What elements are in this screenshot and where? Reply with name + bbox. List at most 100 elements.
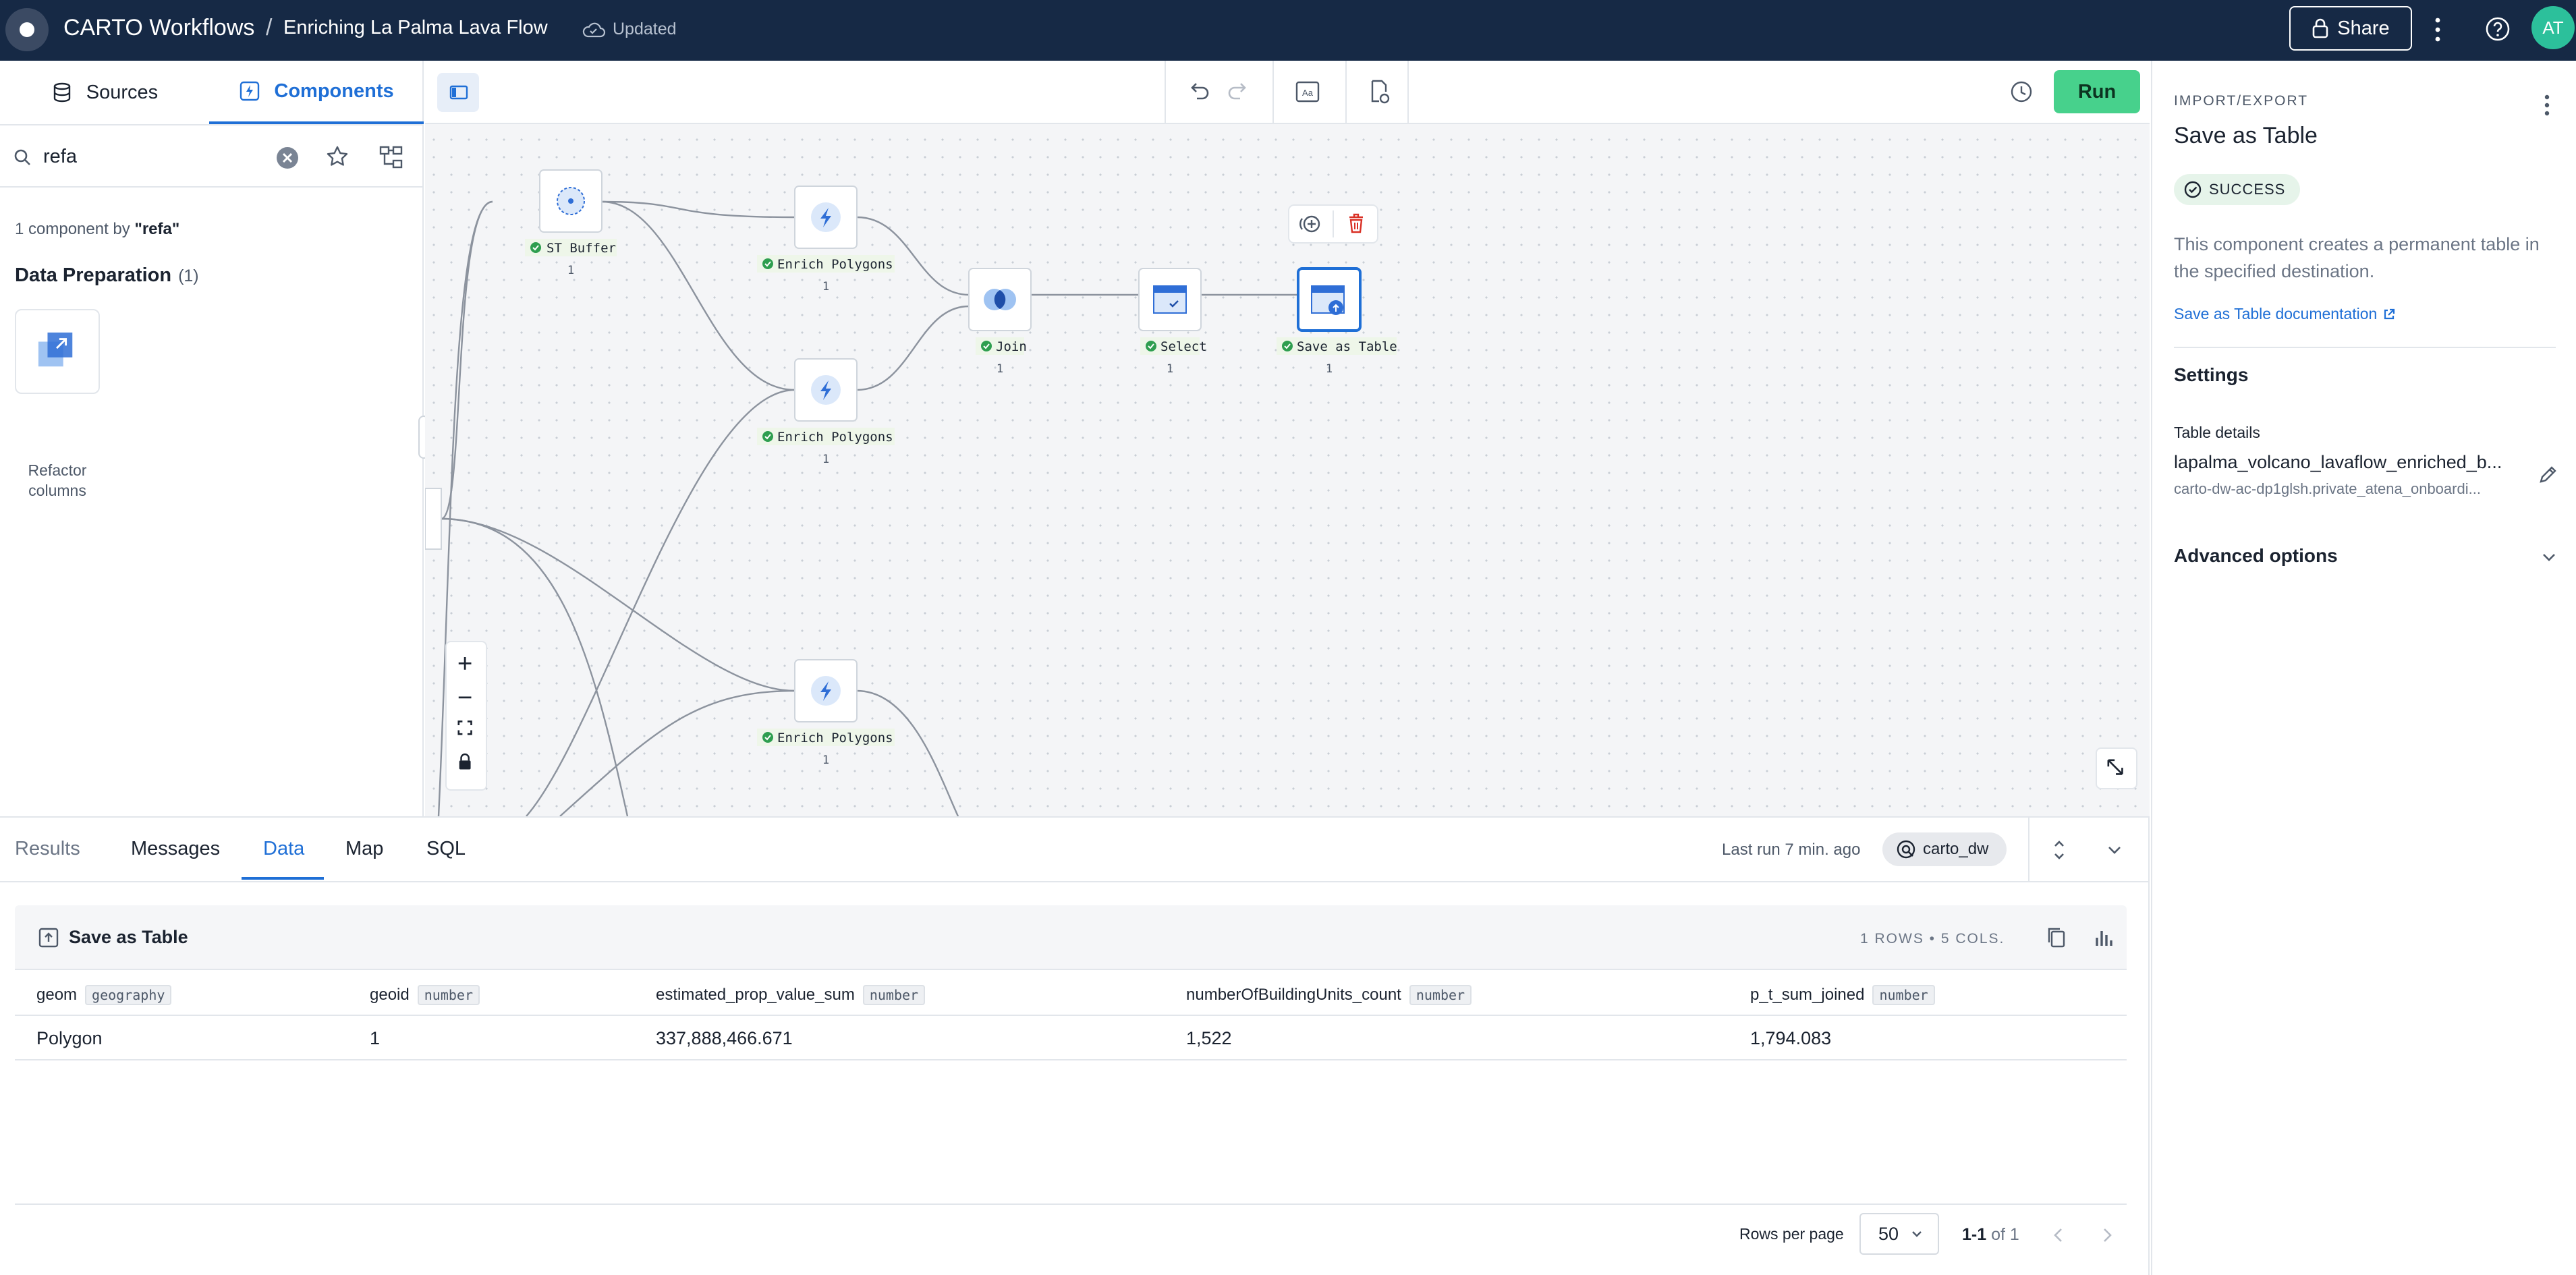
- workflow-title[interactable]: Enriching La Palma Lava Flow: [283, 17, 548, 38]
- text-annotation-icon[interactable]: Aa: [1293, 77, 1322, 107]
- rows-per-page-select[interactable]: 50: [1859, 1213, 1939, 1255]
- sidebar-toggle-button[interactable]: [437, 73, 479, 112]
- column-type: number: [862, 985, 926, 1005]
- redo-icon[interactable]: [1224, 77, 1254, 107]
- chevron-down-icon[interactable]: [2540, 548, 2558, 567]
- next-page-icon[interactable]: [2100, 1226, 2115, 1244]
- node-label: Enrich Polygons: [777, 257, 893, 272]
- column-header-geoid[interactable]: geoid number: [370, 985, 480, 1005]
- copy-icon[interactable]: [2044, 926, 2069, 950]
- rows-per-page-label: Rows per page: [1739, 1225, 1844, 1243]
- workflow-canvas[interactable]: Aa Run: [425, 61, 2150, 816]
- workflow-graph[interactable]: ST Buffer 1 Enrich Polygons 1 Enrich Pol…: [425, 124, 2150, 816]
- column-name: p_t_sum_joined: [1750, 986, 1865, 1004]
- help-icon[interactable]: [2485, 16, 2511, 42]
- graph-edges: [437, 200, 1298, 816]
- success-check-icon: [1282, 341, 1293, 351]
- table-cell: 337,888,466.671: [656, 1028, 793, 1048]
- node-count: 1: [1326, 362, 1333, 376]
- lightning-icon: [820, 380, 831, 400]
- column-name: geoid: [370, 986, 410, 1004]
- connection-chip[interactable]: carto_dw: [1882, 832, 2007, 866]
- toolbar-divider: [1272, 61, 1274, 124]
- category-count: (1): [178, 266, 199, 285]
- tab-data[interactable]: Data: [263, 838, 305, 859]
- source-node[interactable]: [425, 488, 442, 550]
- node-count: 1: [567, 264, 574, 277]
- history-clock-icon[interactable]: [2007, 77, 2036, 107]
- status-text: SUCCESS: [2209, 181, 2286, 198]
- node-enrich-polygons-3[interactable]: Enrich Polygons 1: [757, 659, 895, 767]
- more-vertical-icon[interactable]: [2433, 15, 2442, 45]
- user-avatar[interactable]: AT: [2531, 6, 2575, 49]
- data-table-header: Save as Table 1 ROWS • 5 COLS.: [15, 905, 2127, 970]
- zoom-in-icon[interactable]: [458, 657, 472, 670]
- active-tab-indicator: [242, 877, 324, 880]
- column-type: number: [1409, 985, 1472, 1005]
- connection-name: carto_dw: [1923, 840, 1989, 858]
- bar-chart-icon[interactable]: [2093, 927, 2115, 948]
- duplicate-node-icon[interactable]: [1299, 215, 1320, 233]
- run-button[interactable]: Run: [2054, 70, 2140, 113]
- node-enrich-polygons-2[interactable]: Enrich Polygons 1: [757, 358, 895, 466]
- tree-view-icon[interactable]: [379, 144, 404, 170]
- tab-sql[interactable]: SQL: [426, 838, 466, 859]
- divider: [2174, 347, 2556, 348]
- success-check-icon: [762, 431, 773, 442]
- tab-map[interactable]: Map: [345, 838, 384, 859]
- share-button[interactable]: Share: [2289, 6, 2412, 51]
- category-heading[interactable]: Data Preparation (1): [15, 264, 199, 287]
- delete-node-icon[interactable]: [1349, 213, 1363, 233]
- tab-sources[interactable]: Sources: [0, 61, 209, 124]
- svg-text:Aa: Aa: [1302, 88, 1314, 98]
- carto-logo-icon[interactable]: [5, 8, 49, 51]
- node-join[interactable]: Join 1: [968, 268, 1032, 376]
- favorite-star-icon[interactable]: [325, 144, 349, 169]
- node-select[interactable]: Select 1: [1138, 268, 1207, 376]
- app-title[interactable]: CARTO Workflows: [63, 15, 255, 40]
- export-sql-icon[interactable]: [1364, 77, 1394, 107]
- node-count: 1: [822, 280, 829, 293]
- undo-icon[interactable]: [1183, 77, 1213, 107]
- lightning-icon: [820, 208, 831, 227]
- chevron-down-icon[interactable]: [2105, 841, 2124, 859]
- success-check-icon: [530, 242, 541, 253]
- toolbar-divider: [1345, 61, 1347, 124]
- clear-search-icon[interactable]: [275, 146, 300, 170]
- toolbar-divider: [1165, 61, 1166, 124]
- table-export-icon: [38, 928, 59, 948]
- node-st-buffer[interactable]: ST Buffer 1: [525, 169, 617, 277]
- success-check-icon: [762, 732, 773, 743]
- previous-page-icon[interactable]: [2051, 1226, 2066, 1244]
- resize-panel-icon[interactable]: [2051, 838, 2067, 862]
- more-vertical-icon[interactable]: [2542, 93, 2552, 117]
- settings-heading: Settings: [2174, 364, 2249, 385]
- breadcrumb-separator: /: [266, 15, 273, 40]
- documentation-link[interactable]: Save as Table documentation: [2174, 305, 2396, 323]
- tab-results[interactable]: Results: [15, 838, 80, 859]
- pagination-range: 1-1 of 1: [1962, 1225, 2019, 1245]
- node-label: ST Buffer: [547, 241, 616, 256]
- node-enrich-polygons-1[interactable]: Enrich Polygons 1: [757, 186, 895, 293]
- edit-pencil-icon[interactable]: [2537, 464, 2558, 486]
- column-type: number: [417, 985, 480, 1005]
- success-check-icon: [1146, 341, 1156, 351]
- component-label: Refactor columns: [28, 461, 87, 499]
- component-card-refactor-columns[interactable]: [15, 309, 100, 394]
- category-name: Data Preparation: [15, 264, 172, 286]
- search-input[interactable]: [43, 142, 246, 171]
- lock-canvas-icon[interactable]: [459, 753, 471, 770]
- tab-messages[interactable]: Messages: [131, 838, 221, 859]
- pagination-current: 1-1: [1962, 1225, 1987, 1244]
- table-path: carto-dw-ac-dp1glsh.private_atena_onboar…: [2174, 480, 2481, 497]
- advanced-options-toggle[interactable]: Advanced options: [2174, 545, 2338, 566]
- data-table-meta: 1 ROWS • 5 COLS.: [1860, 931, 2005, 946]
- tab-components[interactable]: Components: [209, 61, 424, 124]
- fit-view-icon[interactable]: [457, 720, 472, 735]
- fullscreen-button[interactable]: [2096, 747, 2137, 789]
- node-save-as-table[interactable]: Save as Table 1: [1277, 204, 1397, 376]
